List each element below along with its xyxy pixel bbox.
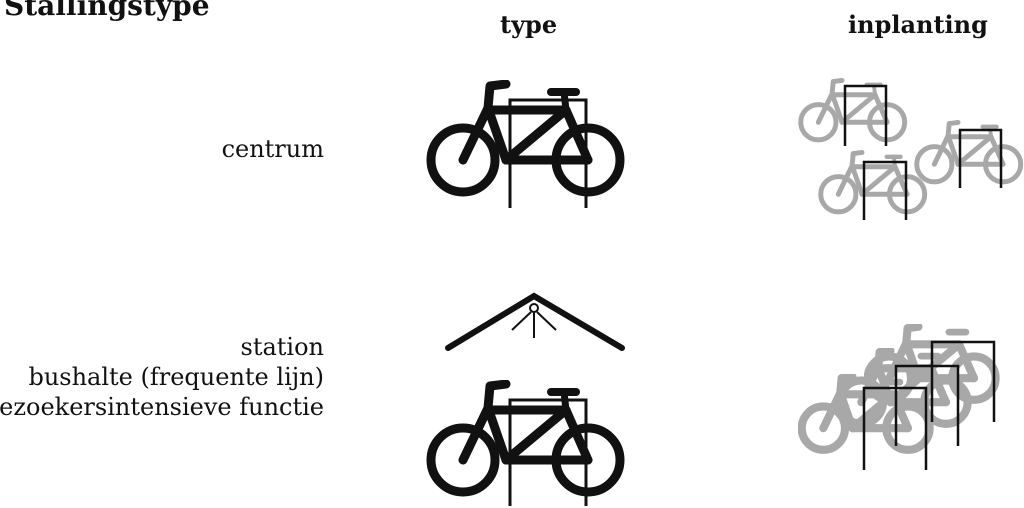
bicycle-icon <box>917 122 1021 181</box>
rack-icon <box>508 398 588 506</box>
type-centrum-figure <box>426 80 636 208</box>
row-label-line: centrum <box>221 135 324 163</box>
row-label-centrum: centrum <box>222 134 324 164</box>
rack-icon <box>862 160 908 220</box>
rack-icon <box>958 128 1003 188</box>
light-icon <box>511 303 557 338</box>
column-header-inplanting: inplanting <box>848 10 988 39</box>
rack-icon <box>508 98 588 208</box>
row-label-station: station bushalte (frequente lijn) bezoek… <box>0 332 324 422</box>
row-label-line: station <box>240 333 325 361</box>
rack-icon <box>843 84 888 146</box>
row-label-line: bushalte (frequente lijn) <box>28 363 324 391</box>
roof-icon <box>445 292 625 351</box>
type-station-figure <box>426 292 625 506</box>
page-title: Stallingstype <box>4 0 210 22</box>
inplanting-station-figure <box>798 322 1024 470</box>
column-header-type: type <box>500 10 558 39</box>
bicycle-icon <box>801 80 905 139</box>
row-label-line: bezoekersintensieve functie <box>0 393 324 421</box>
rack-icon <box>862 340 996 470</box>
inplanting-centrum-figure <box>798 74 1024 220</box>
